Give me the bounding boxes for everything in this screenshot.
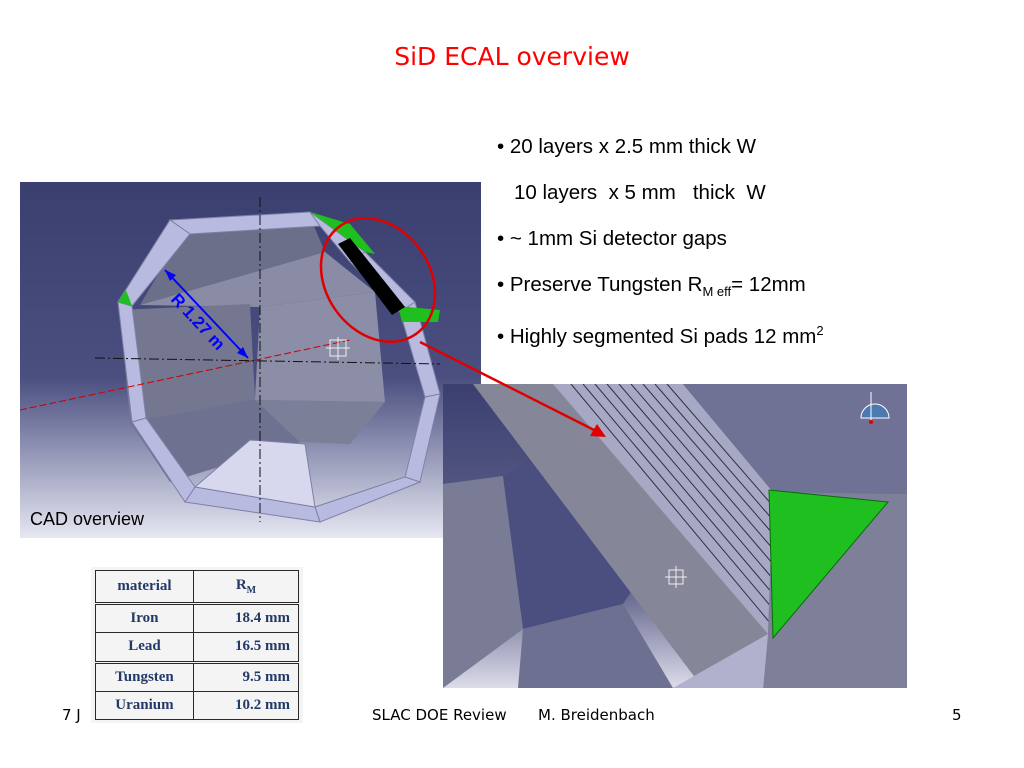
table-header-rm-subscript: M xyxy=(246,584,257,596)
bullet-list: • 20 layers x 2.5 mm thick W 10 layers x… xyxy=(497,133,1017,363)
table-row: Iron 18.4 mm xyxy=(95,602,300,634)
table-cell-value: 9.5 mm xyxy=(192,660,300,693)
table-cell-material: Lead xyxy=(95,632,194,663)
moliere-radius-table: material RM Iron 18.4 mm Lead 16.5 mm Tu… xyxy=(91,567,303,723)
bullet-layers-1: • 20 layers x 2.5 mm thick W xyxy=(497,135,756,158)
bullet-gaps: • ~ 1mm Si detector gaps xyxy=(497,227,727,250)
table-header-row: material RM xyxy=(95,570,300,605)
cad-overview-image: R 1.27 m xyxy=(20,182,481,538)
bullet-moliere-text: • Preserve Tungsten R xyxy=(497,273,703,296)
bullet-pads: • Highly segmented Si pads 12 mm2 xyxy=(497,317,1017,363)
cad-zoom-image xyxy=(443,384,907,688)
bullet-layers-2: 10 layers x 5 mm thick W xyxy=(514,181,766,204)
bullet-pads-superscript: 2 xyxy=(816,323,824,338)
slide-title: SiD ECAL overview xyxy=(394,42,630,71)
table-cell-value: 18.4 mm xyxy=(192,602,300,634)
table-header-material: material xyxy=(95,570,194,605)
table-cell-value: 10.2 mm xyxy=(192,691,300,720)
bullet-pads-text: • Highly segmented Si pads 12 mm xyxy=(497,324,817,348)
table-header-rm-symbol: R xyxy=(235,576,247,593)
footer-author: M. Breidenbach xyxy=(538,706,655,724)
table-row: Uranium 10.2 mm xyxy=(95,691,300,720)
table-cell-material: Uranium xyxy=(95,691,194,720)
table-cell-value: 16.5 mm xyxy=(192,632,300,663)
table-cell-material: Tungsten xyxy=(95,660,194,693)
table-header-rm: RM xyxy=(192,570,300,605)
footer-event: SLAC DOE Review xyxy=(372,706,507,724)
bullet-moliere-value: = 12mm xyxy=(731,273,806,296)
cad-overview-label: CAD overview xyxy=(30,509,145,529)
bullet-moliere-subscript: M eff xyxy=(702,284,732,300)
bullet-moliere: • Preserve Tungsten RM eff= 12mm xyxy=(497,271,1017,317)
table-cell-material: Iron xyxy=(95,602,194,634)
page-number: 5 xyxy=(952,706,962,724)
footer-date: 7 J xyxy=(62,706,81,724)
table-row: Lead 16.5 mm xyxy=(95,632,300,663)
table-row: Tungsten 9.5 mm xyxy=(95,660,300,693)
